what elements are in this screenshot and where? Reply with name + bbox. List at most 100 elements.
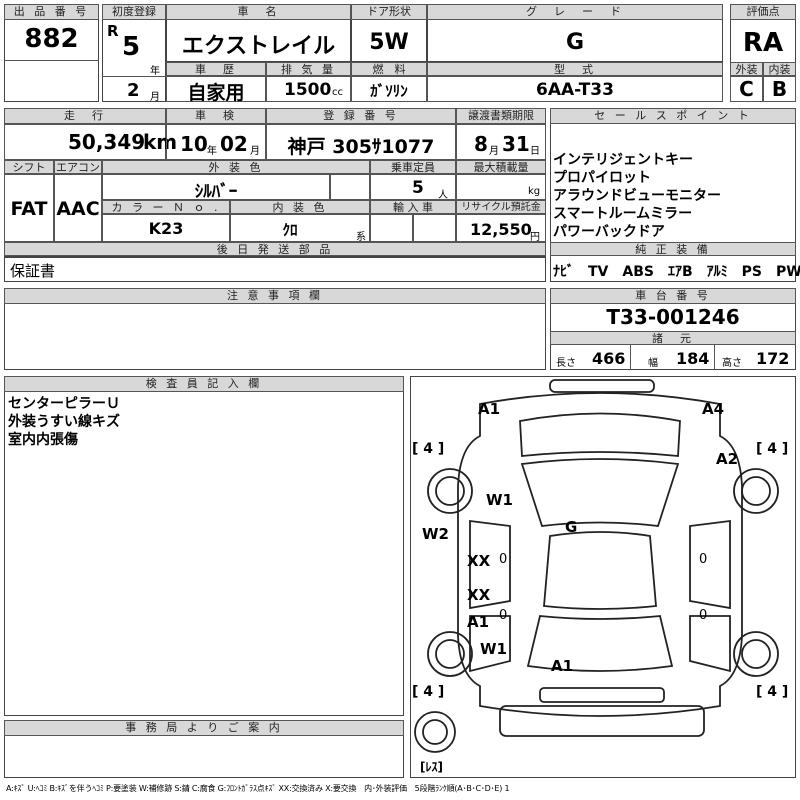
inspector-label: 検 査 員 記 入 欄 [4, 376, 404, 392]
color-extra-cell [330, 174, 370, 200]
int-color-cell [230, 214, 370, 242]
inspection-label: 車 検 [166, 108, 266, 124]
lot-label: 出 品 番 号 [4, 4, 99, 20]
model-cell [427, 76, 723, 102]
reg-month: 2 [127, 80, 140, 101]
lot-divider [4, 60, 99, 61]
office-label: 事 務 局 よ り ご 案 内 [4, 720, 404, 736]
sales-label: セ ー ル ス ポ イ ン ト [550, 108, 796, 124]
int-color-label: 内 装 色 [230, 200, 370, 214]
load-label: 最大積載量 [456, 160, 546, 174]
length: 466 [592, 349, 626, 368]
notes-label: 注 意 事 項 欄 [4, 288, 546, 304]
legend: A:ｷｽﾞ U:ﾍｺﾐ B:ｷｽﾞを伴うﾍｺﾐ P:要塗装 W:補修跡 S:錆 … [6, 784, 510, 793]
int-color-unit: 系 [356, 232, 366, 243]
color: ｼﾙﾊﾞｰ [194, 182, 238, 202]
sales-point-5: パワーバックドア [553, 224, 665, 240]
sales-point-3: アラウンドビューモニター [553, 188, 721, 204]
import-cell-a [370, 214, 413, 242]
color-label: 外 装 色 [102, 160, 370, 174]
int-cell [763, 76, 796, 102]
mark-w2-left: W2 [422, 525, 449, 543]
shift-cell [4, 174, 54, 242]
ac-cell [54, 174, 102, 242]
int-score: B [771, 77, 788, 101]
equip-label: 純 正 装 備 [550, 242, 796, 256]
later-parts-box [4, 256, 546, 282]
tire-br: [ 4 ] [756, 684, 789, 700]
door-label: ドア形状 [351, 4, 427, 20]
mark-xx-1: XX [467, 552, 491, 570]
mark-w1-left: W1 [486, 491, 513, 509]
transfer-label: 譲渡書類期限 [456, 108, 546, 124]
mark-zero-2: 0 [699, 552, 708, 567]
mileage: 50,349 [68, 130, 146, 154]
tire-tl: [ 4 ] [412, 441, 445, 457]
tire-bl: [ 4 ] [412, 684, 445, 700]
mark-zero-4: 0 [699, 608, 708, 623]
mark-w1-rear: W1 [480, 640, 507, 658]
fuel-label: 燃 料 [351, 62, 427, 76]
score-label: 評価点 [730, 4, 796, 20]
recycle-label: リサイクル預託金 [456, 200, 546, 214]
mileage-unit: km [143, 130, 178, 154]
plate-label: 登 録 番 号 [266, 108, 456, 124]
history-cell [166, 76, 266, 102]
import-label: 輸 入 車 [370, 200, 456, 214]
color-no-label: カ ラ ー Ｎ ｏ . [102, 200, 230, 214]
width: 184 [676, 349, 710, 368]
height-label: 高さ [722, 358, 742, 369]
fuel: ｶﾞｿﾘﾝ [370, 82, 408, 100]
color-no-cell [102, 214, 230, 242]
inspector-line-3: 室内内張傷 [8, 432, 78, 448]
recycle: 12,550 [470, 220, 532, 239]
inspector-line-1: センターピラーＵ [8, 396, 120, 412]
spare-tire: [ﾚｽ] [420, 760, 443, 774]
mark-a1-left: A1 [467, 613, 490, 631]
transfer-cell [456, 124, 546, 160]
length-label: 長さ [556, 358, 576, 369]
dims-label: 諸 元 [550, 331, 796, 345]
shift: FAT [10, 198, 48, 220]
recycle-cell [456, 214, 546, 242]
insp-year-unit: 年 [207, 146, 217, 157]
capacity-unit: 人 [438, 190, 448, 201]
transfer-month: 8 [474, 132, 488, 156]
reg-month-unit: 月 [150, 92, 160, 103]
model-label: 型 式 [427, 62, 723, 76]
dims-div-2 [714, 345, 715, 370]
inspection-cell [166, 124, 266, 160]
door-type: 5W [369, 30, 409, 55]
transfer-day: 31 [502, 132, 530, 156]
load-cell [456, 174, 546, 200]
transfer-month-unit: 月 [489, 146, 499, 157]
sales-point-2: プロパイロット [553, 170, 651, 186]
reg-year-unit: 年 [150, 66, 160, 77]
recycle-unit: 円 [530, 232, 540, 243]
history: 自家用 [187, 82, 245, 104]
reg-year: 5 [122, 32, 141, 62]
mark-a2-right: A2 [716, 450, 739, 468]
color-cell [102, 174, 330, 200]
model: 6AA-T33 [536, 80, 614, 100]
reg-divider [102, 76, 166, 77]
ext-label: 外装 [730, 62, 763, 76]
score: RA [742, 28, 784, 58]
shift-label: シフト [4, 160, 54, 174]
car-name: エクストレイル [181, 34, 336, 59]
equip-items: ﾅﾋﾞ TV ABS ｴｱB ｱﾙﾐ PS PW [553, 264, 800, 280]
lot-number: 882 [24, 24, 79, 54]
mark-a1-front: A1 [478, 400, 501, 418]
int-color: ｸﾛ [282, 221, 298, 239]
mileage-cell [4, 124, 166, 160]
chassis-label: 車 台 番 号 [550, 288, 796, 304]
mark-xx-2: XX [467, 586, 491, 604]
tire-tr: [ 4 ] [756, 441, 789, 457]
capacity-cell [370, 174, 456, 200]
car-diagram [414, 379, 779, 753]
insp-month-unit: 月 [250, 146, 260, 157]
color-no: K23 [148, 219, 184, 238]
displacement: 1500 [284, 80, 332, 100]
height: 172 [756, 349, 790, 368]
ac: AAC [56, 198, 100, 220]
